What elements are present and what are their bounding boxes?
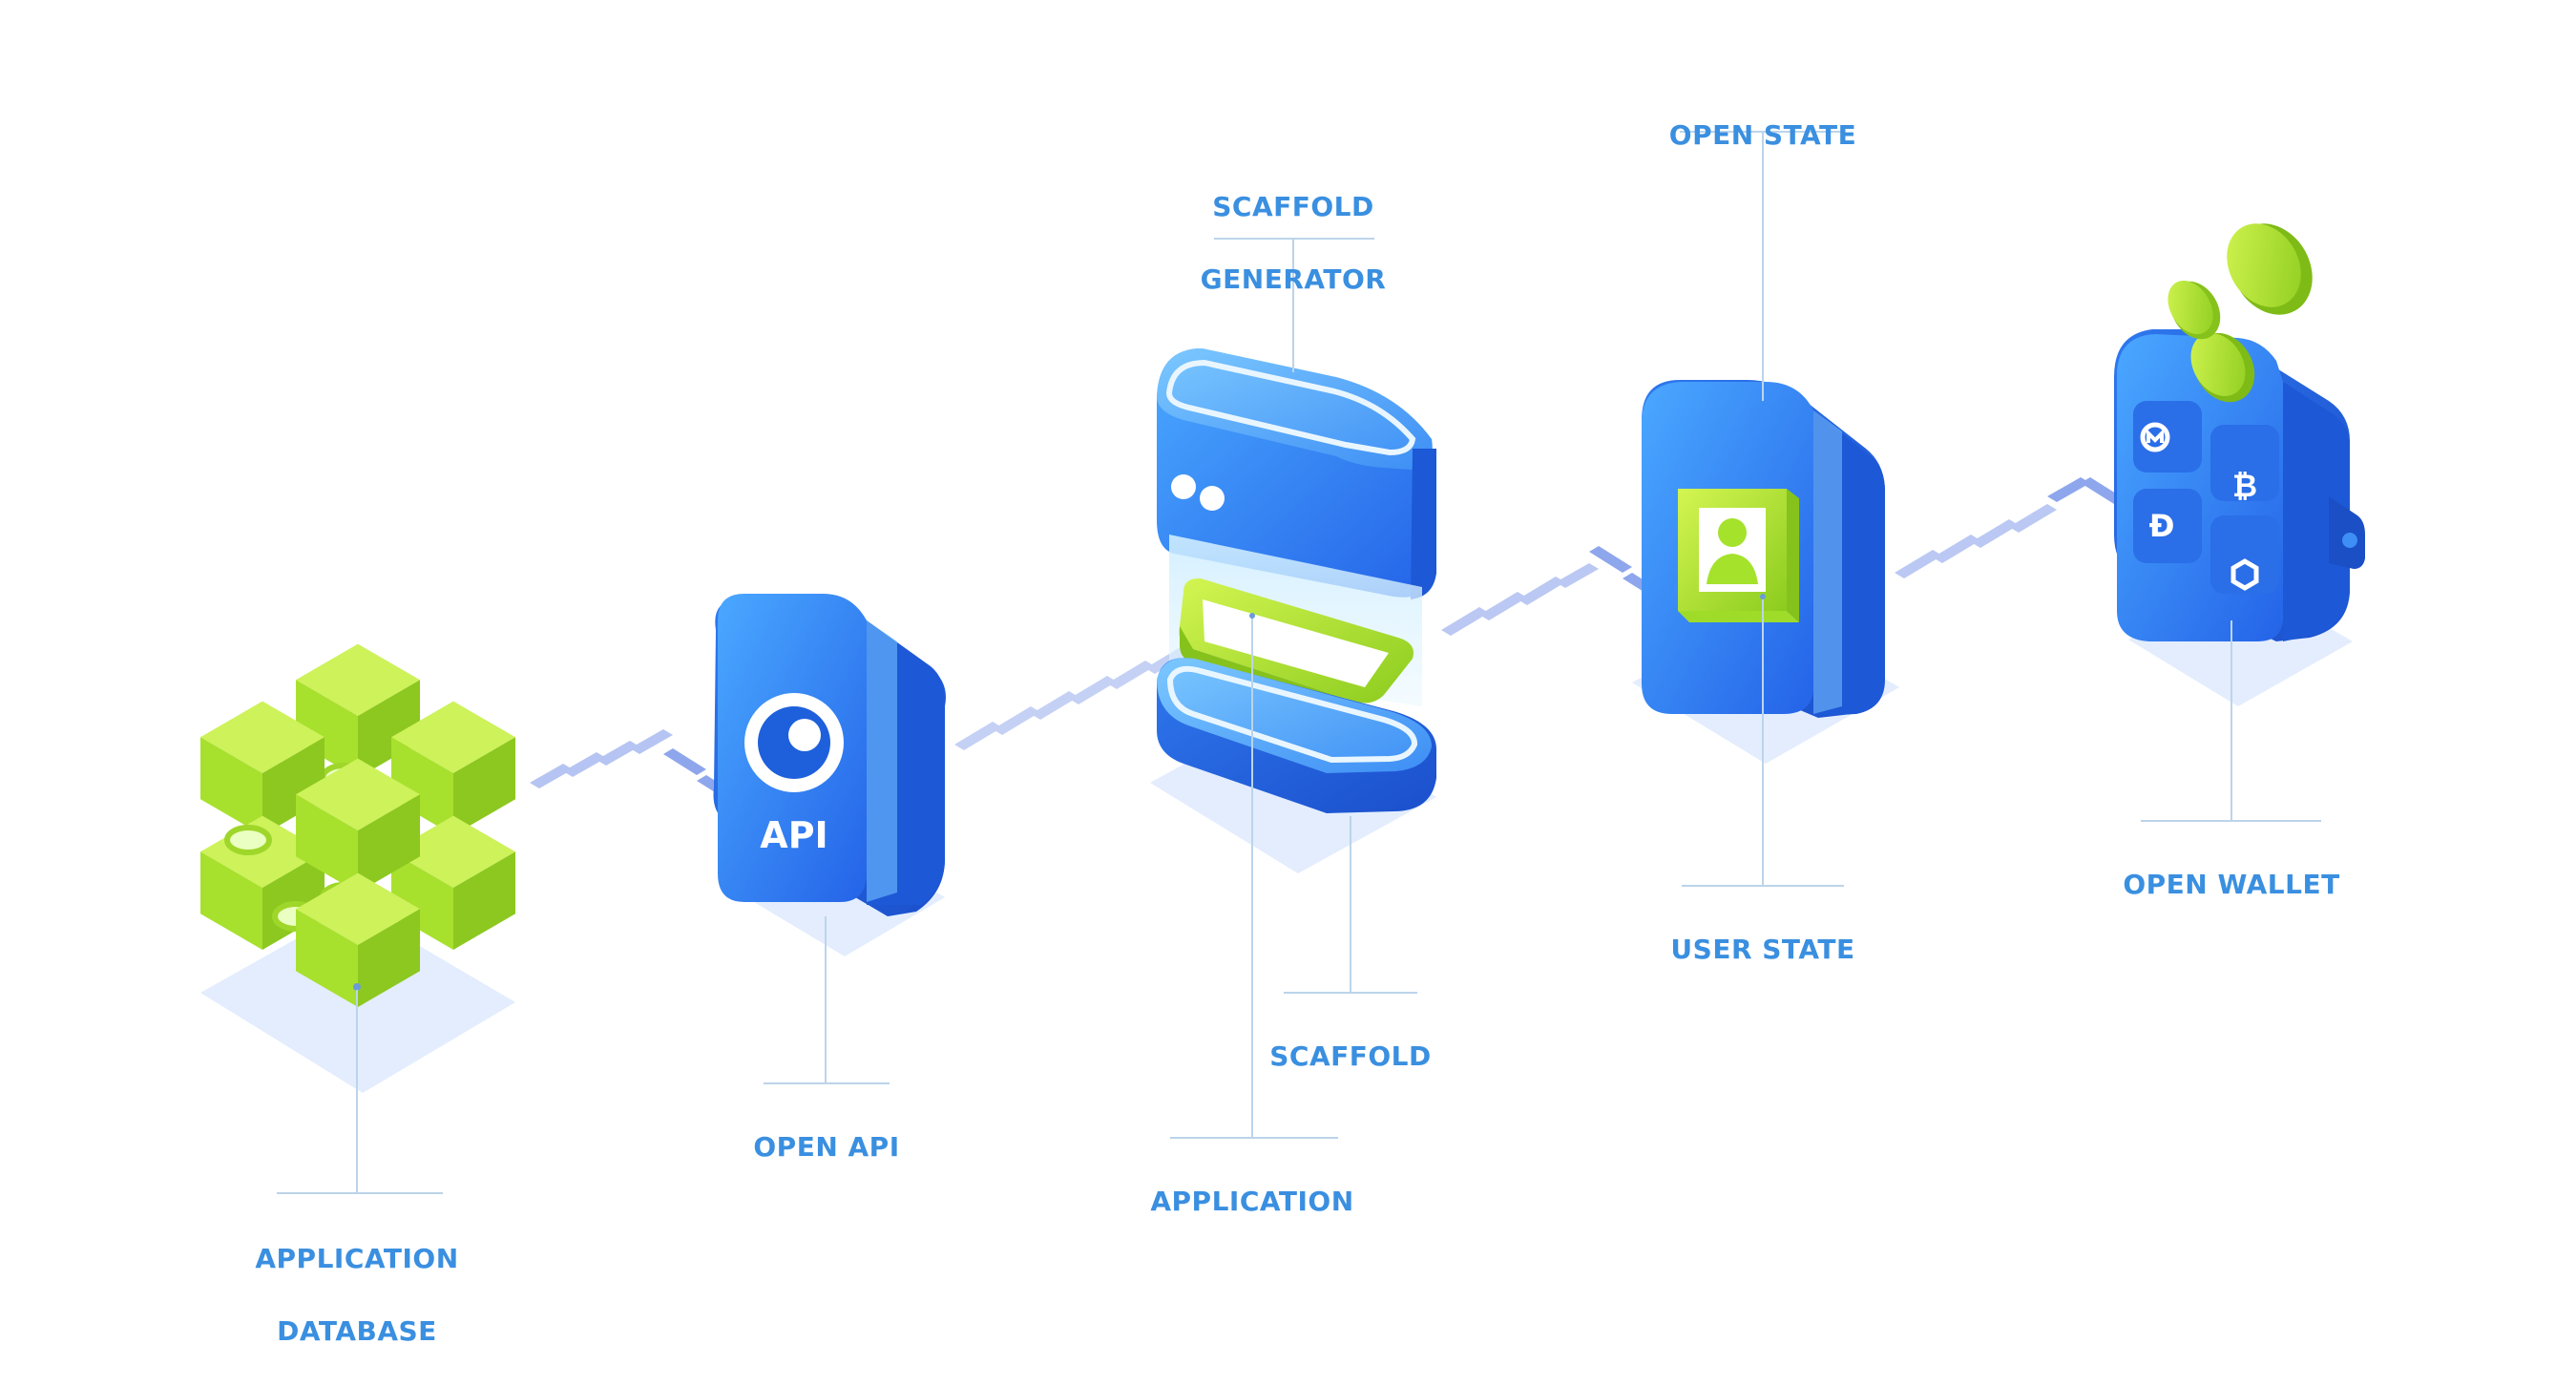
svg-text:₿: ₿: [2232, 468, 2257, 504]
diagram-stage: API: [200, 81, 2365, 1347]
leader-wallet: [2141, 620, 2321, 822]
label-scaffold-generator: SCAFFOLD GENERATOR: [1201, 153, 1387, 334]
cube-cluster-icon: [200, 643, 515, 1007]
bitcoin-icon: ₿: [2232, 468, 2257, 504]
cube-face: [296, 643, 420, 716]
label-open-api: OPEN API: [753, 1093, 899, 1202]
cube-face: [296, 872, 420, 945]
label-line: OPEN STATE: [1668, 119, 1857, 151]
leader-app: [1170, 613, 1338, 1139]
cube-face: [200, 737, 262, 835]
cube-face: [296, 794, 358, 892]
cube-face: [358, 794, 420, 892]
api-badge-text: API: [760, 814, 827, 856]
cube-face: [453, 737, 515, 835]
flow-arrow-state-wallet: [1895, 477, 2124, 578]
label-open-wallet: OPEN WALLET: [2123, 830, 2339, 939]
cube-face: [200, 701, 325, 773]
cube-face: [391, 851, 453, 950]
label-line: SCAFFOLD: [1269, 1040, 1432, 1072]
leader-api: [764, 916, 890, 1084]
cube-joint: [224, 825, 272, 855]
label-line: OPEN WALLET: [2123, 869, 2340, 900]
svg-text:Đ: Đ: [2149, 508, 2175, 544]
leader-lines: [277, 131, 2321, 1194]
leader-user: [1682, 594, 1844, 887]
label-application: APPLICATION: [1150, 1147, 1353, 1256]
cube-face: [391, 737, 453, 835]
api-block-icon: API: [713, 594, 946, 916]
label-line: GENERATOR: [1200, 263, 1387, 295]
monero-icon: [2140, 422, 2170, 452]
cube-face: [200, 851, 262, 950]
label-line: APPLICATION: [1150, 1186, 1354, 1217]
user-avatar-icon: [1699, 508, 1766, 592]
flow-arrow-gen-state: [1441, 546, 1665, 636]
label-line: SCAFFOLD: [1212, 191, 1374, 222]
diagram-illustration: API: [200, 131, 2365, 1194]
cube-face: [296, 758, 420, 830]
label-open-state: OPEN STATE: [1669, 81, 1856, 190]
label-line: USER STATE: [1670, 934, 1855, 965]
label-user-state: USER STATE: [1670, 895, 1854, 1004]
leader-scaffold: [1284, 816, 1417, 994]
cube-face: [358, 680, 420, 778]
chainlink-icon: [2230, 558, 2259, 591]
label-line: APPLICATION: [255, 1243, 459, 1274]
leader-db: [277, 984, 443, 1194]
cube-face: [391, 701, 515, 773]
wallet-icon: ₿ Đ: [2114, 223, 2365, 641]
cube-face: [453, 851, 515, 950]
cube-face: [296, 680, 358, 778]
cube-face: [391, 815, 515, 888]
dash-icon: Đ: [2149, 508, 2175, 544]
coin-icons: [2168, 223, 2313, 403]
base-plate-icon: [1157, 658, 1436, 813]
cube-face: [296, 909, 358, 1007]
label-application-database: APPLICATION DATABASE: [255, 1205, 458, 1386]
cube-face: [262, 737, 325, 835]
flow-arrow-db-api: [530, 729, 740, 802]
label-line: DATABASE: [277, 1315, 437, 1347]
server-block-icon: [1157, 348, 1436, 599]
leader-open-state: [1680, 131, 1844, 401]
leader-generator: [1214, 238, 1374, 372]
cube-face: [358, 909, 420, 1007]
label-scaffold: SCAFFOLD: [1269, 1002, 1432, 1111]
label-line: OPEN API: [753, 1131, 900, 1163]
